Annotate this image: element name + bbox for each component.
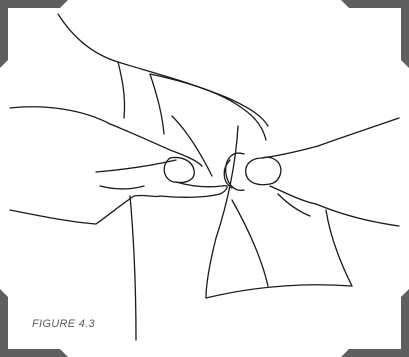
fabric-crease xyxy=(232,200,268,286)
shoulder-line xyxy=(58,14,118,62)
shirt-fold-inner xyxy=(150,74,164,134)
shirt-fold-left xyxy=(118,62,125,118)
corner-top-right xyxy=(341,0,409,68)
right-lower-fingers xyxy=(278,194,310,216)
left-knuckles xyxy=(96,195,160,224)
fabric-top-edge xyxy=(150,74,266,140)
fabric-left-edge xyxy=(172,116,212,176)
left-finger-curl xyxy=(160,182,227,197)
right-thumb xyxy=(246,157,281,184)
left-lower-fingers xyxy=(100,186,144,189)
figure-caption: FIGURE 4.3 xyxy=(32,318,95,330)
right-forearm-top xyxy=(318,118,399,146)
corner-bottom-right xyxy=(341,289,409,357)
left-hand-back xyxy=(110,124,202,166)
left-forearm-bottom xyxy=(10,210,96,224)
fabric-right-side xyxy=(326,210,352,286)
fabric-right-drape xyxy=(206,126,238,298)
pants-line-left xyxy=(130,196,136,340)
shirt-collar xyxy=(118,62,268,126)
right-palm xyxy=(270,186,316,204)
left-forearm-top xyxy=(10,107,110,124)
corner-top-left xyxy=(0,0,68,68)
fabric-hem xyxy=(206,285,352,298)
line-art xyxy=(10,14,399,340)
right-hand-back xyxy=(262,146,318,158)
